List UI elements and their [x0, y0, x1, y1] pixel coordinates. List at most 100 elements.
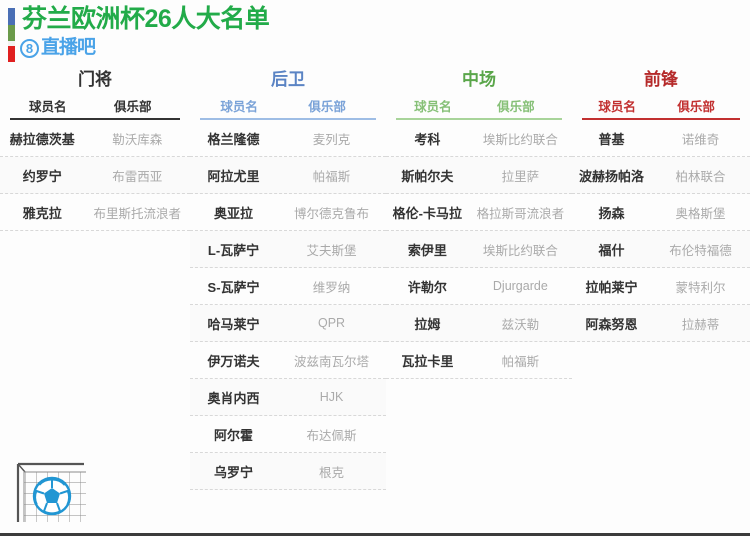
page-title: 芬兰欧洲杯26人大名单: [22, 5, 270, 33]
soccer-ball-icon: [32, 476, 72, 516]
cell-club: 蒙特利尔: [675, 280, 726, 295]
cell-club: 埃斯比约联合: [482, 243, 558, 258]
brand-logo: 8 直播吧: [20, 36, 96, 60]
cell-club: 埃斯比约联合: [482, 132, 558, 147]
cell-player-name: 索伊里: [407, 242, 447, 258]
cell-club: 艾夫斯堡: [306, 243, 357, 258]
cell-player-name: S-瓦萨宁: [207, 279, 260, 295]
brand-name: 直播吧: [41, 37, 96, 58]
cell-player-name: L-瓦萨宁: [207, 242, 260, 258]
column-header-row: 球员名俱乐部: [582, 96, 740, 120]
column-defenders: 后卫球员名 俱乐部格兰隆德麦列克阿拉尤里 帕福斯奥亚拉 博尔德克鲁布 L-瓦萨宁 艾夫斯堡…: [190, 68, 386, 490]
cell-player-name: 拉姆: [414, 316, 441, 332]
table-row[interactable]: 波赫扬帕洛 柏林联合: [572, 157, 750, 194]
column-midfielders: 中场球员名俱乐部考科埃斯比约联合斯帕尔夫拉里萨格伦-卡马拉格拉斯哥流浪者索伊里埃…: [386, 68, 572, 490]
cell-player-name: 瓦拉卡里: [401, 353, 454, 369]
header-club: 俱乐部: [114, 100, 152, 114]
cell-club: 勒沃库森: [112, 132, 163, 147]
header-club: 俱乐部: [497, 100, 535, 114]
table-row[interactable]: 约罗宁 布雷西亚: [0, 157, 190, 194]
table-row[interactable]: 拉帕莱宁蒙特利尔: [572, 268, 750, 305]
table-row[interactable]: 普基 诺维奇: [572, 120, 750, 157]
rows-midfielders: 考科埃斯比约联合斯帕尔夫拉里萨格伦-卡马拉格拉斯哥流浪者索伊里埃斯比约联合许勒尔…: [386, 120, 572, 379]
cell-club: 帕福斯: [312, 169, 351, 184]
column-title-goalkeepers: 门将: [78, 70, 112, 89]
cell-club: Djurgarde: [492, 279, 548, 293]
table-row[interactable]: L-瓦萨宁 艾夫斯堡: [190, 231, 386, 268]
table-row[interactable]: 格兰隆德麦列克: [190, 120, 386, 157]
table-row[interactable]: 伊万诺夫波兹南瓦尔塔: [190, 342, 386, 379]
table-row[interactable]: 奥肖内西 HJK: [190, 379, 386, 416]
cell-club: 博尔德克鲁布: [294, 206, 370, 221]
table-row[interactable]: 雅克拉 布里斯托流浪者: [0, 194, 190, 231]
accent-segment-green: [8, 25, 15, 41]
table-row[interactable]: 乌罗宁 根克: [190, 453, 386, 490]
column-goalkeepers: 门将球员名俱乐部赫拉德茨基 勒沃库森约罗宁 布雷西亚雅克拉 布里斯托流浪者: [0, 68, 190, 490]
table-row[interactable]: 赫拉德茨基 勒沃库森: [0, 120, 190, 157]
accent-segment-red: [8, 46, 15, 62]
column-forwards: 前锋球员名俱乐部普基 诺维奇波赫扬帕洛 柏林联合扬森奥格斯堡福什 布伦特福德拉帕莱宁蒙…: [572, 68, 750, 490]
header-player-name: 球员名: [414, 100, 452, 114]
cell-club: 拉里萨: [501, 169, 540, 184]
cell-player-name: 斯帕尔夫: [401, 168, 454, 184]
column-title-defenders: 后卫: [271, 70, 305, 89]
cell-player-name: 许勒尔: [407, 279, 447, 295]
cell-player-name: 伊万诺夫: [207, 353, 260, 369]
table-row[interactable]: 阿拉尤里 帕福斯: [190, 157, 386, 194]
table-row[interactable]: 斯帕尔夫 拉里萨: [386, 157, 572, 194]
column-title-forwards: 前锋: [644, 70, 678, 89]
cell-player-name: 阿森努恩: [585, 316, 638, 332]
cell-player-name: 考科: [414, 131, 441, 147]
table-row[interactable]: 瓦拉卡里 帕福斯: [386, 342, 572, 379]
squad-table: 门将球员名俱乐部赫拉德茨基勒沃库森约罗宁布雷西亚雅克拉布里斯托流浪者后卫球员名俱…: [0, 68, 750, 490]
table-row[interactable]: 拉姆 兹沃勒: [386, 305, 572, 342]
table-row[interactable]: 阿尔霍布达佩斯: [190, 416, 386, 453]
cell-player-name: 阿拉尤里: [207, 168, 260, 184]
rows-goalkeepers: 赫拉德茨基 勒沃库森约罗宁 布雷西亚雅克拉 布里斯托流浪者: [0, 120, 190, 231]
cell-club: 帕福斯: [501, 354, 540, 369]
table-row[interactable]: 索伊里 埃斯比约联合: [386, 231, 572, 268]
header-club: 俱乐部: [677, 100, 715, 114]
cell-club: 布达佩斯: [306, 428, 357, 443]
table-row[interactable]: 许勒尔 Djurgarde: [386, 268, 572, 305]
accent-color-bar: [8, 8, 15, 62]
column-header-row: 球员名 俱乐部: [396, 96, 562, 120]
cell-player-name: 赫拉德茨基: [9, 131, 75, 147]
header-player-name: 球员名: [220, 100, 258, 114]
header-club: 俱乐部: [308, 100, 346, 114]
cell-club: 奥格斯堡: [675, 206, 726, 221]
table-row[interactable]: S-瓦萨宁维罗纳: [190, 268, 386, 305]
table-row[interactable]: 扬森奥格斯堡: [572, 194, 750, 231]
cell-player-name: 格兰隆德: [207, 131, 260, 147]
cell-player-name: 奥亚拉: [214, 205, 254, 221]
cell-club: 柏林联合: [675, 169, 726, 184]
cell-club: 布雷西亚: [112, 169, 163, 184]
cell-club: 拉赫蒂: [681, 317, 720, 332]
cell-club: 布里斯托流浪者: [93, 206, 181, 221]
column-header-row: 球员名俱乐部: [10, 96, 180, 120]
table-row[interactable]: 福什 布伦特福德: [572, 231, 750, 268]
table-row[interactable]: 阿森努恩 拉赫蒂: [572, 305, 750, 342]
cell-player-name: 福什: [598, 242, 625, 258]
cell-club: 根克: [319, 465, 345, 480]
cell-player-name: 奥肖内西: [207, 390, 260, 406]
page-header: 芬兰欧洲杯26人大名单 8 直播吧: [0, 0, 750, 68]
cell-player-name: 格伦-卡马拉: [392, 205, 462, 221]
cell-player-name: 约罗宁: [22, 168, 62, 184]
cell-player-name: 乌罗宁: [214, 464, 254, 480]
cell-player-name: 雅克拉: [22, 205, 62, 221]
table-row[interactable]: 格伦-卡马拉格拉斯哥流浪者: [386, 194, 572, 231]
cell-club: HJK: [319, 390, 344, 404]
cell-club: 诺维奇: [681, 132, 720, 147]
table-row[interactable]: 奥亚拉 博尔德克鲁布: [190, 194, 386, 231]
cell-club: 布伦特福德: [669, 243, 732, 258]
ground-line: [0, 533, 750, 536]
accent-segment-blue: [8, 8, 15, 26]
cell-player-name: 波赫扬帕洛: [579, 168, 645, 184]
table-row[interactable]: 考科 埃斯比约联合: [386, 120, 572, 157]
rows-forwards: 普基 诺维奇波赫扬帕洛 柏林联合扬森奥格斯堡福什 布伦特福德拉帕莱宁蒙特利尔阿森努恩 拉…: [572, 120, 750, 342]
cell-player-name: 普基: [598, 131, 625, 147]
cell-club: 兹沃勒: [501, 317, 540, 332]
